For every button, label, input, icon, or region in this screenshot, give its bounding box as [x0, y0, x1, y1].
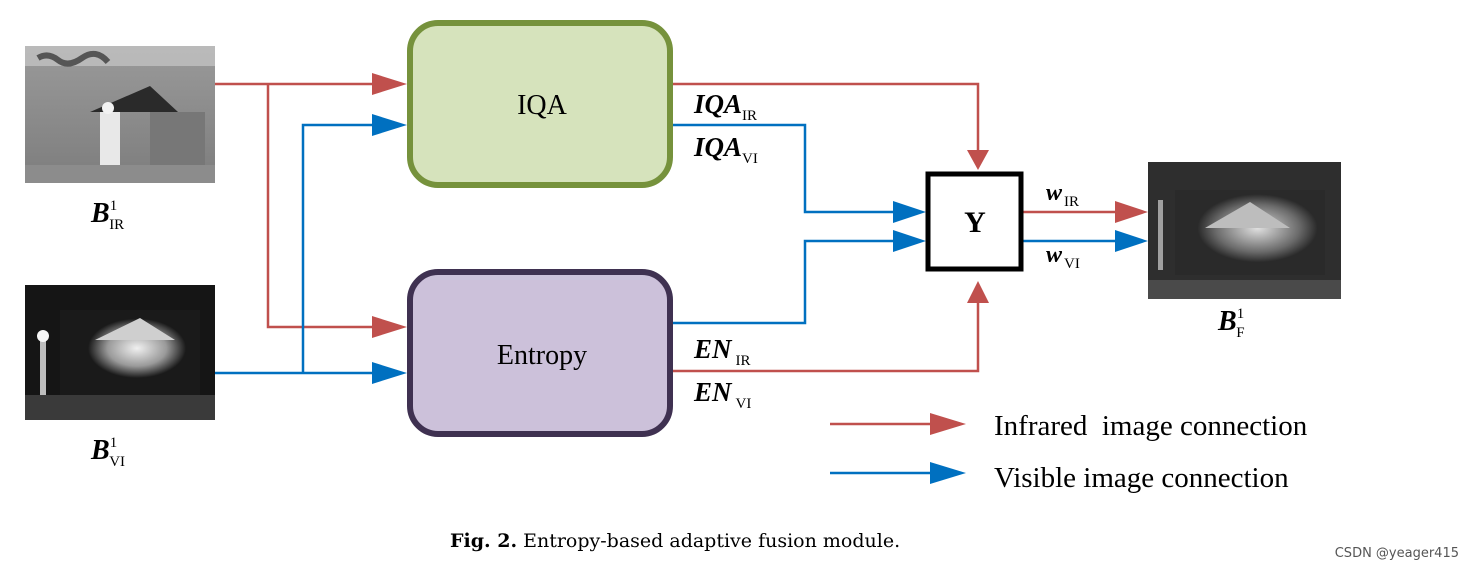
- iqa-vi-label: IQAVI: [693, 132, 758, 167]
- legend-visible-arrowhead: [930, 462, 966, 484]
- visible-connections: [215, 123, 1115, 475]
- iqa-vi-y-arrowhead: [893, 201, 926, 223]
- iqa-ir-label: IQAIR: [693, 89, 757, 124]
- entropy-block: [407, 269, 673, 437]
- y-block: [925, 171, 1024, 272]
- iqa-ir-y-arrowhead: [967, 150, 989, 170]
- iqa-block-label: IQA: [517, 90, 568, 121]
- iqa-ir-to-y-line: [672, 82, 980, 150]
- w-vi-arrowhead: [1115, 230, 1148, 252]
- vi-entropy-arrowhead: [372, 362, 407, 384]
- vi-iqa-arrowhead: [372, 114, 407, 136]
- ir-to-entropy-line: [266, 84, 372, 329]
- en-vi-to-y-line: [672, 239, 893, 325]
- visible-arrowheads: [372, 114, 1148, 484]
- caption-text: Entropy-based adaptive fusion module.: [517, 530, 900, 552]
- en-ir-y-arrowhead: [967, 281, 989, 303]
- w-ir-arrowhead: [1115, 201, 1148, 223]
- vi-to-iqa-line: [301, 123, 372, 373]
- visible-image: [25, 285, 215, 420]
- infrared-connections: [215, 82, 1115, 426]
- legend-visible-label: Visible image connection: [994, 462, 1289, 494]
- caption-label: Fig. 2.: [450, 530, 517, 552]
- en-ir-to-y-line: [672, 303, 980, 373]
- fused-image: [1148, 162, 1341, 299]
- ir-iqa-arrowhead: [372, 73, 407, 95]
- en-vi-y-arrowhead: [893, 230, 926, 252]
- iqa-block: [407, 20, 673, 188]
- iqa-vi-to-y-line: [672, 123, 893, 214]
- entropy-block-label: Entropy: [497, 340, 587, 371]
- infrared-image: [25, 46, 215, 183]
- y-block-label: Y: [964, 206, 986, 239]
- ir-entropy-arrowhead: [372, 316, 407, 338]
- infrared-arrowheads: [372, 73, 1148, 435]
- legend-infrared-arrowhead: [930, 413, 966, 435]
- legend-infrared-label: Infrared image connection: [994, 410, 1308, 442]
- figure-caption: Fig. 2. Entropy-based adaptive fusion mo…: [450, 530, 900, 552]
- csdn-watermark: CSDN @yeager415: [1335, 546, 1459, 561]
